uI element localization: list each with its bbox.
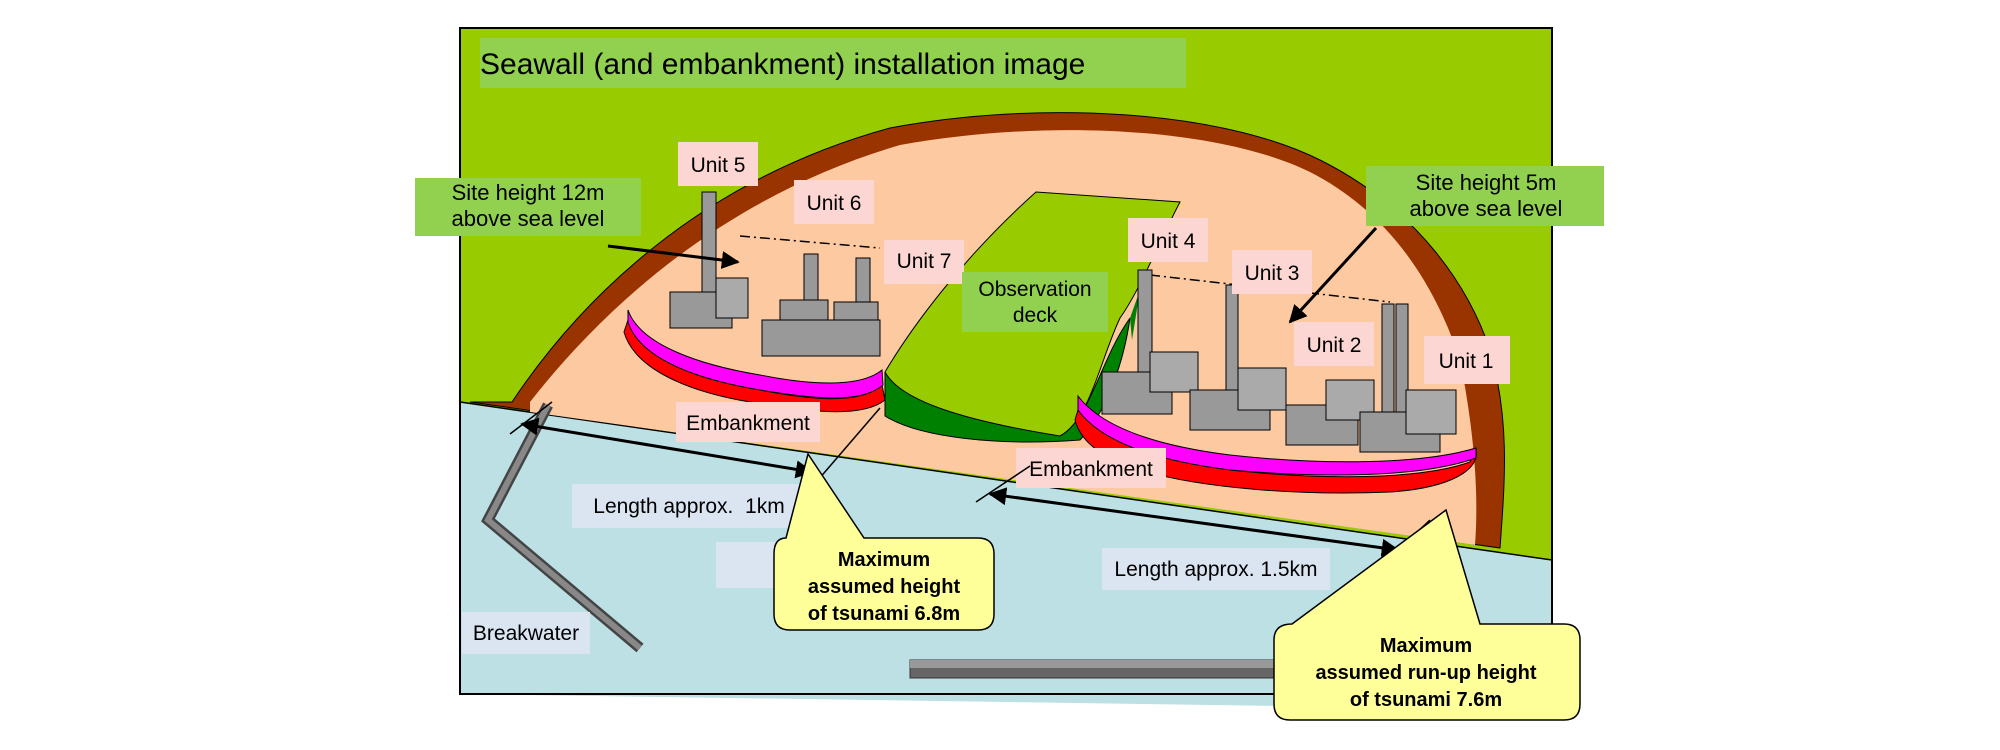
site-height-left-line1: Site height 12m <box>452 180 605 205</box>
tsunami-runup-line3: of tsunami 7.6m <box>1350 689 1502 711</box>
breakwater-label: Breakwater <box>473 622 579 645</box>
unit1-reactor <box>1359 303 1457 453</box>
unit4-label: Unit 4 <box>1141 230 1196 253</box>
site-height-left-arrow <box>607 244 740 269</box>
site-height-right-arrow <box>1288 226 1378 324</box>
unit4-reactor <box>1101 269 1199 415</box>
site-height-right-line1: Site height 5m <box>1416 170 1557 195</box>
observation-deck-line2: deck <box>1013 304 1058 327</box>
length-right-label: Length approx. 1.5km <box>1114 558 1317 581</box>
embankment-right-label: Embankment <box>1029 458 1153 481</box>
site-height-right-box <box>1366 166 1604 226</box>
unit6-label: Unit 6 <box>807 192 862 215</box>
page-title: Seawall (and embankment) installation im… <box>480 48 1085 81</box>
unit2-label: Unit 2 <box>1307 334 1362 357</box>
length-left-label: Length approx. 1km <box>593 495 784 518</box>
unit5-label: Unit 5 <box>691 154 746 177</box>
site-height-right-line2: above sea level <box>1410 196 1563 221</box>
unit7-label: Unit 7 <box>897 250 952 273</box>
site-height-left-box <box>415 178 641 236</box>
tsunami-runup-line1: Maximum <box>1380 635 1472 657</box>
tsunami-height-line1: Maximum <box>838 549 930 571</box>
length-left-arrow <box>520 417 814 479</box>
observation-deck-line1: Observation <box>978 278 1091 301</box>
unit1-label: Unit 1 <box>1439 350 1494 373</box>
tsunami-runup-callout <box>1273 508 1581 721</box>
tsunami-runup-line2: assumed run-up height <box>1315 662 1536 684</box>
length-right-arrow <box>988 487 1400 557</box>
unit5-reactor <box>669 191 749 329</box>
unit3-reactor <box>1189 284 1287 431</box>
site-height-left-line2: above sea level <box>452 206 605 231</box>
left-seawall-magenta <box>627 309 884 399</box>
unit6-reactor <box>761 253 881 357</box>
unit3-label: Unit 3 <box>1245 262 1300 285</box>
tsunami-height-line3: of tsunami 6.8m <box>808 603 960 625</box>
tsunami-height-line2: assumed height <box>808 576 961 598</box>
embankment-left-label: Embankment <box>686 412 810 435</box>
tsunami-height-callout <box>773 452 995 631</box>
